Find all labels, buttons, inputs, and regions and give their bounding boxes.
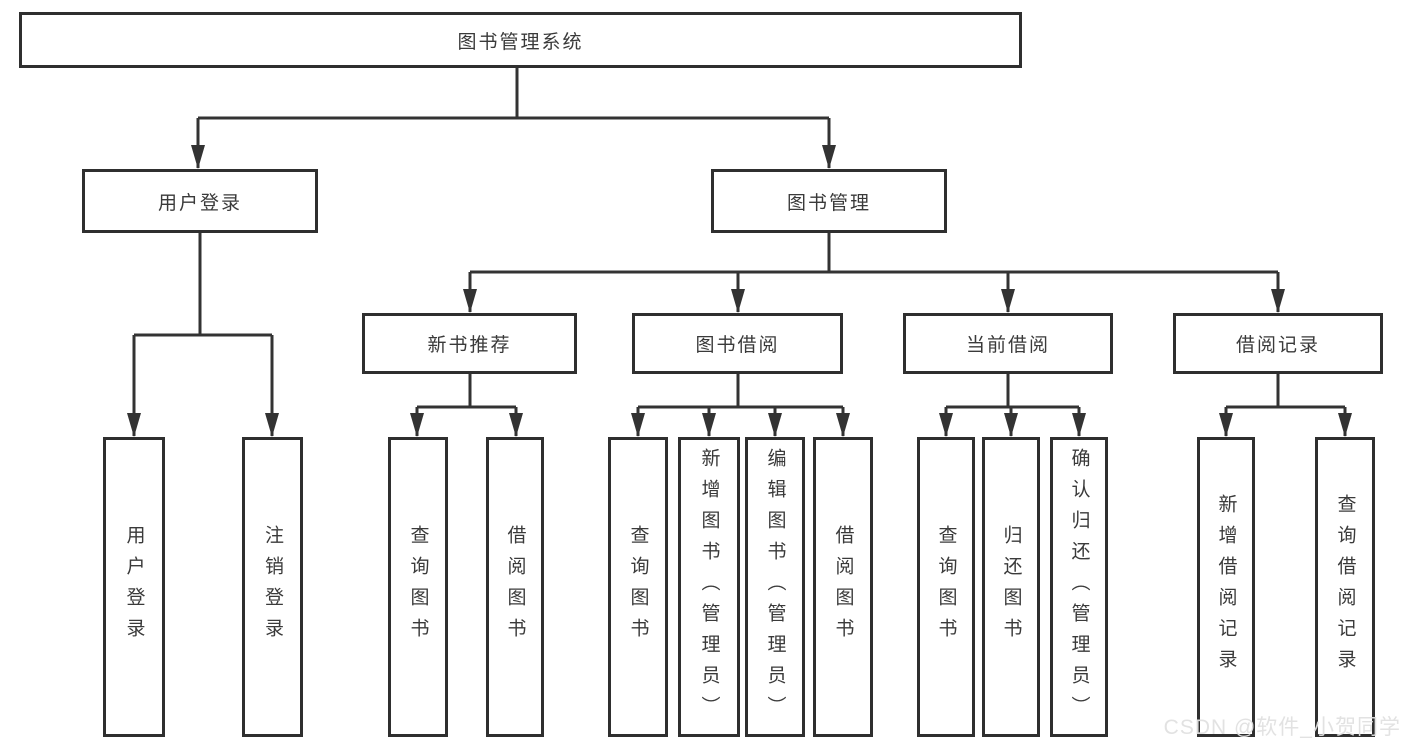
arrow-down-icon [631,413,645,437]
watermark: CSDN @软件_小贺同学 [1163,716,1401,739]
leaf-logout: 注销登录 [242,437,303,737]
group-borrow-records: 借阅记录 [1173,313,1383,374]
node-label: 用户登录 [157,192,242,214]
arrow-down-icon [822,145,836,169]
leaf-label: 编辑图书（管理员） [764,447,786,727]
connector-book-management-children [463,233,1285,313]
node-label: 当前借阅 [965,335,1050,356]
arrow-down-icon [265,413,279,437]
leaf-bb-edit-books-admin: 编辑图书（管理员） [745,437,805,737]
node-label: 新书推荐 [427,335,512,356]
leaf-br-query-record: 查询借阅记录 [1315,437,1375,737]
leaf-br-add-record: 新增借阅记录 [1197,437,1255,737]
arrow-down-icon [768,413,782,437]
branch-book-management: 图书管理 [711,169,947,233]
leaf-label: 查询借阅记录 [1334,494,1356,680]
arrow-down-icon [731,289,745,313]
leaf-nbr-query-books: 查询图书 [388,437,448,737]
arrow-down-icon [1338,413,1352,437]
leaf-label: 新增图书（管理员） [698,447,720,727]
connector-new-book-recommend-children [410,374,523,437]
leaf-cb-confirm-return-admin: 确认归还（管理员） [1050,437,1108,737]
arrow-down-icon [509,413,523,437]
arrow-down-icon [463,289,477,313]
connector-user-login-children [127,233,279,437]
arrow-down-icon [836,413,850,437]
connector-book-borrow-children [631,374,850,437]
node-label: 图书管理 [786,192,871,214]
leaf-label: 查询图书 [935,525,957,649]
arrow-down-icon [1072,413,1086,437]
leaf-label: 注销登录 [262,525,283,649]
branch-user-login: 用户登录 [82,169,318,233]
node-label: 图书管理系统 [457,31,584,53]
group-new-book-recommend: 新书推荐 [362,313,577,374]
leaf-label: 新增借阅记录 [1215,494,1237,680]
node-label: 图书借阅 [695,335,780,356]
leaf-cb-query-books: 查询图书 [917,437,975,737]
node-label: 借阅记录 [1235,335,1320,356]
arrow-down-icon [702,413,716,437]
leaf-label: 用户登录 [123,525,145,649]
leaf-bb-query-books: 查询图书 [608,437,668,737]
leaf-bb-add-books-admin: 新增图书（管理员） [678,437,740,737]
leaf-label: 查询图书 [407,525,429,649]
arrow-down-icon [939,413,953,437]
arrow-down-icon [1004,413,1018,437]
group-book-borrow: 图书借阅 [632,313,843,374]
leaf-user-login: 用户登录 [103,437,165,737]
arrow-down-icon [1271,289,1285,313]
connector-current-borrow-children [939,374,1086,437]
connector-borrow-records-children [1219,374,1352,437]
arrow-down-icon [127,413,141,437]
node-library-system: 图书管理系统 [19,12,1022,68]
arrow-down-icon [191,145,205,169]
arrow-down-icon [1219,413,1233,437]
leaf-label: 确认归还（管理员） [1068,447,1090,727]
leaf-nbr-borrow-books: 借阅图书 [486,437,544,737]
arrow-down-icon [410,413,424,437]
leaf-label: 查询图书 [627,525,649,649]
arrow-down-icon [1001,289,1015,313]
leaf-bb-borrow-books: 借阅图书 [813,437,873,737]
group-current-borrow: 当前借阅 [903,313,1113,374]
leaf-label: 借阅图书 [832,525,854,649]
connector-root-to-branches [191,68,836,169]
leaf-cb-return-books: 归还图书 [982,437,1040,737]
leaf-label: 归还图书 [1000,525,1022,649]
leaf-label: 借阅图书 [504,525,526,649]
